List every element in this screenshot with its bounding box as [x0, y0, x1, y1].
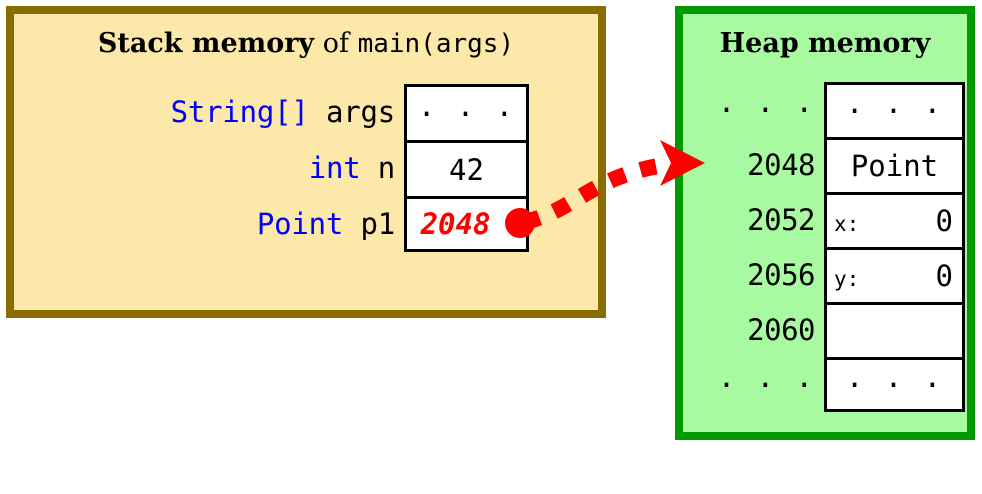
stack-variable-row-p1: Point p1 2048 — [14, 196, 529, 252]
stack-variable-value-p1: 2048 — [420, 207, 491, 241]
heap-row-2060: 2060 — [703, 302, 965, 357]
stack-variable-cell-p1: 2048 — [404, 196, 529, 252]
heap-cell-ellipsis-top: · · · — [824, 82, 965, 137]
stack-memory-panel: Stack memory of main(args) String[] args… — [6, 6, 606, 318]
stack-variable-name-args: args — [325, 95, 395, 129]
stack-variable-name-p1: p1 — [360, 207, 395, 241]
stack-memory-title: Stack memory of main(args) — [14, 28, 598, 59]
heap-row-2056: 2056 y: 0 — [703, 247, 965, 302]
heap-row-ellipsis-bottom: · · · · · · — [703, 357, 965, 412]
heap-address-2060: 2060 — [747, 312, 815, 347]
stack-variable-cell-args: · · · — [404, 84, 529, 140]
stack-title-bold: Stack memory — [97, 28, 315, 59]
heap-memory-title: Heap memory — [719, 28, 931, 59]
heap-cell-value-ellipsis-top: · · · — [845, 94, 944, 128]
heap-cell-2048: Point — [824, 137, 965, 192]
heap-cell-value-2048: Point — [850, 149, 939, 183]
stack-title-method: main(args) — [357, 29, 515, 59]
heap-address-2048: 2048 — [747, 147, 815, 182]
heap-row-2048: 2048 Point — [703, 137, 965, 192]
heap-address-2052: 2052 — [747, 202, 815, 237]
heap-row-ellipsis-top: · · · · · · — [703, 82, 965, 137]
heap-row-2052: 2052 x: 0 — [703, 192, 965, 247]
stack-variable-label-args: String[] args — [14, 84, 404, 140]
stack-variable-label-n: int n — [14, 140, 404, 196]
heap-cell-2060 — [824, 302, 965, 357]
heap-address-ellipsis-bottom: · · · — [717, 367, 815, 402]
stack-variable-name-n: n — [377, 151, 395, 185]
heap-cell-2056: y: 0 — [824, 247, 965, 302]
heap-field-value-x: 0 — [935, 204, 953, 238]
heap-cell-ellipsis-bottom: · · · — [824, 357, 965, 412]
stack-variable-type-args: String[] — [170, 95, 309, 129]
stack-variable-type-p1: Point — [256, 207, 344, 241]
heap-field-x: x: 0 — [827, 204, 962, 238]
heap-field-value-y: 0 — [935, 259, 953, 293]
stack-variable-row-n: int n 42 — [14, 140, 529, 196]
stack-variable-type-n: int — [308, 151, 361, 185]
stack-variable-value-n: 42 — [449, 152, 484, 187]
heap-cell-2052: x: 0 — [824, 192, 965, 247]
heap-field-y: y: 0 — [827, 259, 962, 293]
stack-variable-cell-n: 42 — [404, 140, 529, 196]
stack-title-connector: of — [314, 28, 358, 59]
stack-variable-row-args: String[] args · · · — [14, 84, 529, 140]
stack-variable-label-p1: Point p1 — [14, 196, 404, 252]
heap-field-name-x: x: — [834, 212, 860, 236]
heap-address-ellipsis-top: · · · — [717, 92, 815, 127]
stack-variable-value-args: · · · — [417, 96, 516, 131]
heap-cell-value-ellipsis-bottom: · · · — [845, 367, 944, 402]
heap-address-2056: 2056 — [747, 257, 815, 292]
heap-memory-panel: Heap memory · · · · · · 2048 Point 2052 … — [675, 6, 975, 440]
heap-field-name-y: y: — [834, 267, 860, 291]
